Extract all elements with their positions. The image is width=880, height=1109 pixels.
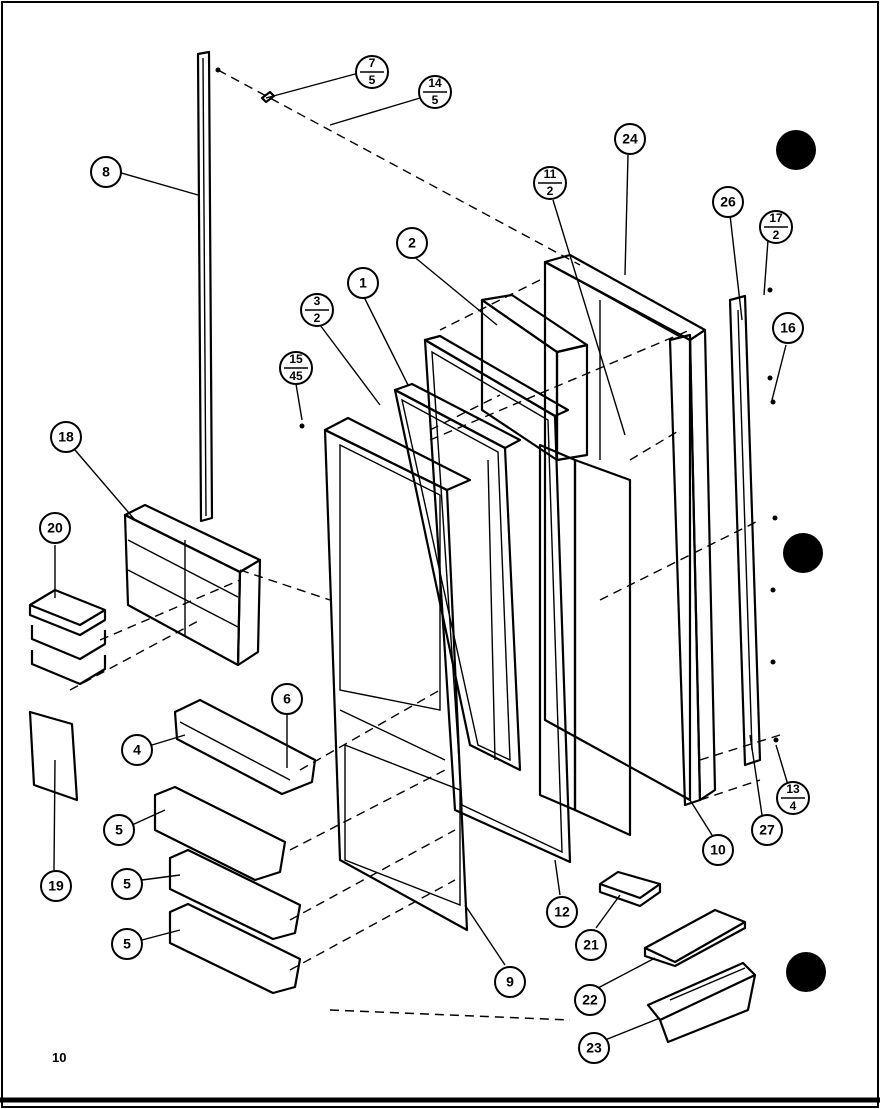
- svg-text:6: 6: [283, 691, 291, 707]
- callout-6: 6: [271, 683, 303, 715]
- svg-text:4: 4: [133, 742, 141, 758]
- svg-text:2: 2: [547, 184, 554, 198]
- callout-4: 4: [121, 734, 153, 766]
- binder-hole-middle: [783, 533, 823, 573]
- callout-fraction-17-2: 17 2: [759, 210, 793, 244]
- callout-5a: 5: [103, 814, 135, 846]
- svg-text:13: 13: [786, 782, 800, 796]
- svg-text:2: 2: [408, 235, 416, 251]
- svg-text:5: 5: [123, 876, 131, 892]
- callout-5c: 5: [111, 928, 143, 960]
- callout-fraction-15-45: 15 45: [279, 351, 313, 385]
- svg-text:16: 16: [780, 320, 796, 336]
- svg-text:45: 45: [289, 369, 303, 383]
- callout-26: 26: [712, 186, 744, 218]
- callout-8: 8: [90, 156, 122, 188]
- shelf-4-part: [173, 698, 317, 796]
- callout-5b: 5: [111, 868, 143, 900]
- callout-1: 1: [347, 267, 379, 299]
- bin-rack-part: [123, 503, 262, 667]
- cover-panel-part: [28, 710, 79, 802]
- shelf-5c-part: [168, 902, 302, 995]
- svg-text:17: 17: [769, 211, 783, 225]
- side-rail-part: [668, 294, 762, 807]
- callout-9: 9: [494, 966, 526, 998]
- callout-fraction-7-5: 7 5: [355, 55, 389, 89]
- svg-text:21: 21: [583, 937, 599, 953]
- tray-21-part: [598, 870, 662, 908]
- svg-text:2: 2: [773, 228, 780, 242]
- svg-text:14: 14: [428, 76, 442, 90]
- svg-text:5: 5: [432, 93, 439, 107]
- svg-text:27: 27: [759, 822, 775, 838]
- svg-text:3: 3: [314, 294, 321, 308]
- svg-text:5: 5: [369, 73, 376, 87]
- callout-24: 24: [614, 123, 646, 155]
- svg-text:7: 7: [369, 56, 376, 70]
- callout-fraction-11-2: 11 2: [533, 166, 567, 200]
- svg-text:12: 12: [554, 904, 570, 920]
- callout-21: 21: [575, 929, 607, 961]
- svg-text:19: 19: [48, 878, 64, 894]
- callout-19: 19: [40, 870, 72, 902]
- svg-text:15: 15: [289, 352, 303, 366]
- callout-22: 22: [574, 984, 606, 1016]
- cover-22-part: [643, 908, 747, 968]
- svg-text:5: 5: [115, 822, 123, 838]
- svg-text:5: 5: [123, 936, 131, 952]
- door-liner-frame-part: [423, 334, 572, 864]
- leader-lines: [53, 69, 789, 1041]
- svg-text:20: 20: [47, 520, 63, 536]
- trim-strip-part: [196, 50, 214, 523]
- inner-door-panel-part: [323, 416, 472, 932]
- svg-text:1: 1: [359, 275, 367, 291]
- svg-text:24: 24: [622, 131, 638, 147]
- callout-fraction-3-2: 3 2: [300, 293, 334, 327]
- shelf-5b-part: [168, 848, 302, 941]
- binder-hole-top: [776, 130, 816, 170]
- shelf-5a-part: [153, 785, 287, 882]
- page-number: 10: [52, 1050, 66, 1065]
- screw-set: [299, 287, 779, 743]
- svg-text:26: 26: [720, 194, 736, 210]
- svg-text:11: 11: [544, 167, 557, 181]
- svg-text:10: 10: [710, 842, 726, 858]
- container-stack-part: [28, 588, 107, 686]
- svg-text:18: 18: [58, 429, 74, 445]
- callout-10: 10: [702, 834, 734, 866]
- svg-text:2: 2: [314, 311, 321, 325]
- svg-text:22: 22: [582, 992, 598, 1008]
- svg-text:4: 4: [790, 799, 797, 813]
- svg-text:23: 23: [586, 1040, 602, 1056]
- binder-hole-bottom: [786, 952, 826, 992]
- svg-text:9: 9: [506, 974, 514, 990]
- callout-23: 23: [578, 1032, 610, 1064]
- callout-fraction-14-5: 14 5: [418, 75, 452, 109]
- svg-text:8: 8: [102, 164, 110, 180]
- ice-bin-23-part: [646, 961, 757, 1044]
- callout-12: 12: [546, 896, 578, 928]
- callout-27: 27: [751, 814, 783, 846]
- callout-2: 2: [396, 227, 428, 259]
- callout-18: 18: [50, 421, 82, 453]
- callout-16: 16: [772, 312, 804, 344]
- callout-fraction-13-4: 13 4: [776, 781, 810, 815]
- alignment-lines: [69, 69, 781, 1021]
- callout-20: 20: [39, 512, 71, 544]
